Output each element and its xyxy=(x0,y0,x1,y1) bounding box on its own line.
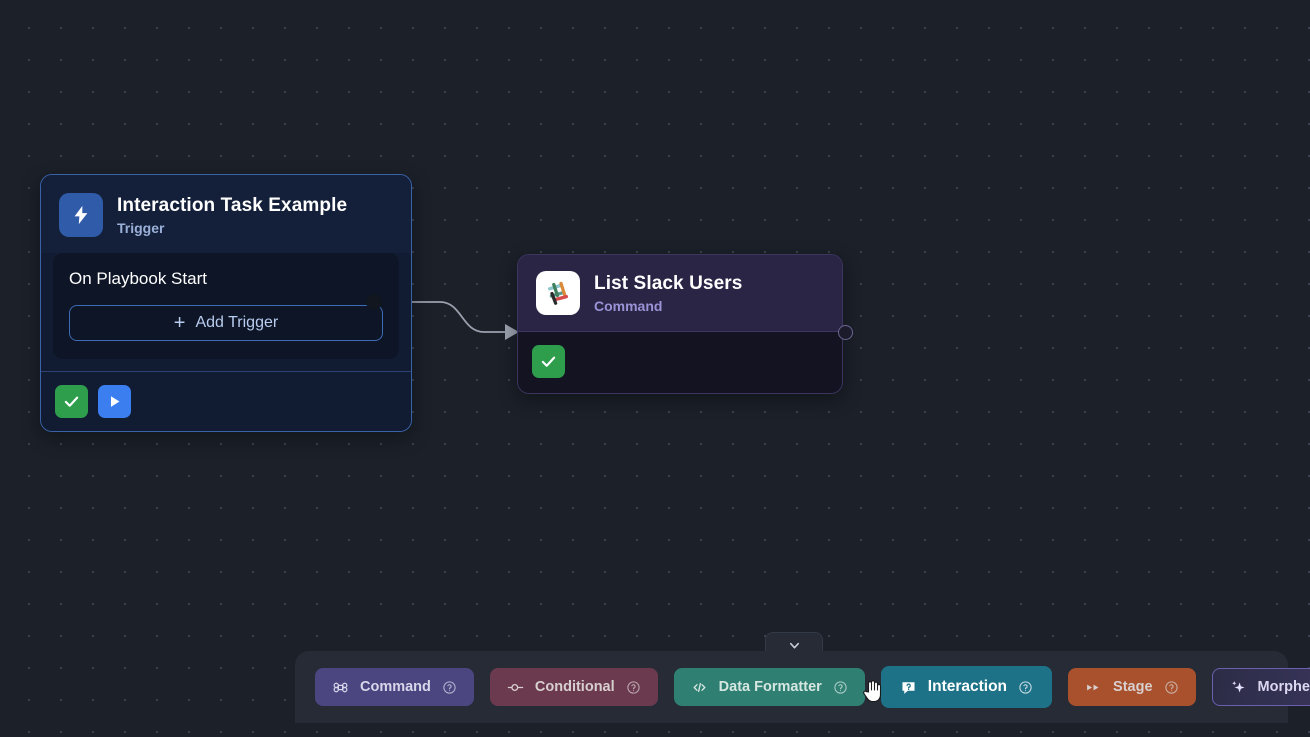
lightning-bolt-icon xyxy=(59,193,103,237)
node-command-title: List Slack Users xyxy=(594,272,743,294)
node-trigger-body: On Playbook Start + Add Trigger xyxy=(53,253,399,359)
palette-button-conditional[interactable]: Conditional xyxy=(489,668,658,706)
question-circle-icon[interactable] xyxy=(833,680,848,695)
palette-button-data-formatter-label: Data Formatter xyxy=(718,679,822,695)
node-trigger-title: Interaction Task Example xyxy=(117,194,348,216)
node-command-header: List Slack Users Command xyxy=(518,255,842,332)
branch-icon xyxy=(507,679,524,696)
node-command-subtitle: Command xyxy=(594,298,663,315)
palette-button-stage-label: Stage xyxy=(1113,679,1153,695)
slack-icon xyxy=(536,271,580,315)
chat-question-icon xyxy=(900,679,917,696)
trigger-body-label: On Playbook Start xyxy=(69,269,207,288)
add-trigger-label: Add Trigger xyxy=(195,314,279,331)
node-command[interactable]: List Slack Users Command xyxy=(517,254,843,394)
command-validate-button[interactable] xyxy=(532,345,565,378)
node-trigger-header: Interaction Task Example Trigger xyxy=(41,175,411,253)
palette-button-morpheus-ai[interactable]: Morpheus AI xyxy=(1211,668,1310,706)
trigger-validate-button[interactable] xyxy=(55,385,88,418)
palette-button-command-label: Command xyxy=(360,679,431,695)
node-trigger[interactable]: Interaction Task Example Trigger On Play… xyxy=(40,174,412,432)
plus-icon: + xyxy=(173,312,186,334)
question-circle-icon[interactable] xyxy=(626,680,641,695)
palette-button-command[interactable]: Command xyxy=(315,668,474,706)
trigger-output-handle[interactable] xyxy=(366,294,382,310)
palette-button-data-formatter[interactable]: Data Formatter xyxy=(673,668,865,706)
add-trigger-button[interactable]: + Add Trigger xyxy=(69,305,383,341)
fast-forward-icon xyxy=(1085,679,1102,696)
code-tags-icon xyxy=(691,679,708,696)
palette-button-conditional-label: Conditional xyxy=(534,679,615,695)
question-circle-icon[interactable] xyxy=(1018,680,1033,695)
chevron-down-icon xyxy=(789,642,799,649)
palette-button-interaction-label: Interaction xyxy=(927,678,1008,695)
node-command-footer xyxy=(518,332,842,393)
command-output-handle[interactable] xyxy=(838,325,853,340)
palette-button-morpheus-ai-label: Morpheus AI xyxy=(1257,679,1310,695)
question-circle-icon[interactable] xyxy=(1164,680,1179,695)
trigger-run-button[interactable] xyxy=(98,385,131,418)
node-trigger-footer xyxy=(41,371,411,431)
check-icon xyxy=(64,396,79,407)
play-icon xyxy=(110,396,120,407)
palette-button-interaction[interactable]: Interaction xyxy=(880,666,1053,708)
palette-button-stage[interactable]: Stage xyxy=(1068,668,1196,706)
check-icon xyxy=(541,356,556,367)
command-key-icon xyxy=(332,679,349,696)
question-circle-icon[interactable] xyxy=(442,680,457,695)
node-palette-toolbar[interactable]: Command Conditional xyxy=(295,651,1310,723)
sparkle-icon xyxy=(1230,679,1247,696)
node-trigger-subtitle: Trigger xyxy=(117,220,165,237)
